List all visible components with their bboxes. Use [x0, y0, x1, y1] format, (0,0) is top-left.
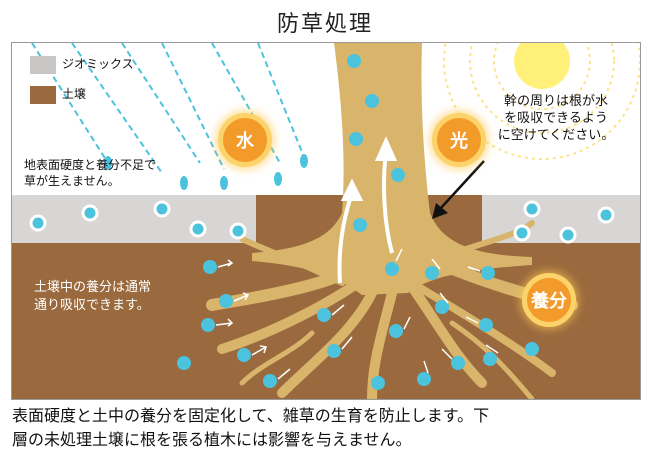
legend-swatch-geomix [30, 55, 56, 74]
trunk-water-drops [347, 54, 405, 232]
soil-callout-line-1: 土壌中の養分は通常 [34, 280, 152, 295]
water-flow-arrows [337, 136, 398, 284]
scene-illustration [12, 43, 640, 399]
legend-swatch-soil [30, 85, 56, 104]
soil-callout-line-2: 通り吸収できます。 [34, 298, 150, 313]
light-badge: 光 [432, 113, 486, 167]
trunk-callout-line-2: を吸収できるよう [504, 111, 608, 126]
trunk-callout: 幹の周りは根が水 を吸収できるよう に空けてください。 [478, 93, 634, 144]
caption: 表面硬度と土中の養分を固定化して、雑草の生育を防止します。下 層の未処理土壌に根… [12, 404, 642, 452]
rain-drops [104, 154, 308, 190]
soil-nutrients [177, 260, 539, 390]
diagram-title: 防草処理 [276, 12, 373, 37]
pointer-arrow [432, 160, 485, 219]
soil-callout: 土壌中の養分は通常 通り吸収できます。 [34, 279, 151, 315]
legend-label-soil: 土壌 [62, 87, 87, 101]
tree-trunk [252, 43, 532, 295]
caption-line-2: 層の未処理土壌に根を張る植木には影響を与えません。 [12, 430, 412, 449]
caption-line-1: 表面硬度と土中の養分を固定化して、雑草の生育を防止します。下 [12, 406, 490, 425]
absorption-arrows [215, 248, 499, 380]
legend-geomix: ジオミックス [30, 55, 134, 74]
trunk-callout-line-3: に空けてください。 [497, 128, 615, 143]
surface-callout: 地表面硬度と養分不足で 草が生えません。 [24, 157, 156, 189]
geomix-particles [29, 200, 615, 244]
nutrient-badge: 養分 [522, 273, 576, 327]
water-badge: 水 [218, 113, 272, 167]
sun-icon [443, 43, 640, 160]
surface-callout-line-2: 草が生えません。 [24, 174, 120, 188]
legend-soil: 土壌 [30, 85, 86, 104]
surface-callout-line-1: 地表面硬度と養分不足で [24, 158, 157, 172]
diagram-frame: ジオミックス 土壌 水 光 養分 地表面硬度と養分不足で 草が生えません。 土壌… [11, 42, 641, 400]
trunk-callout-line-1: 幹の周りは根が水 [503, 94, 608, 109]
legend-label-geomix: ジオミックス [62, 57, 134, 71]
